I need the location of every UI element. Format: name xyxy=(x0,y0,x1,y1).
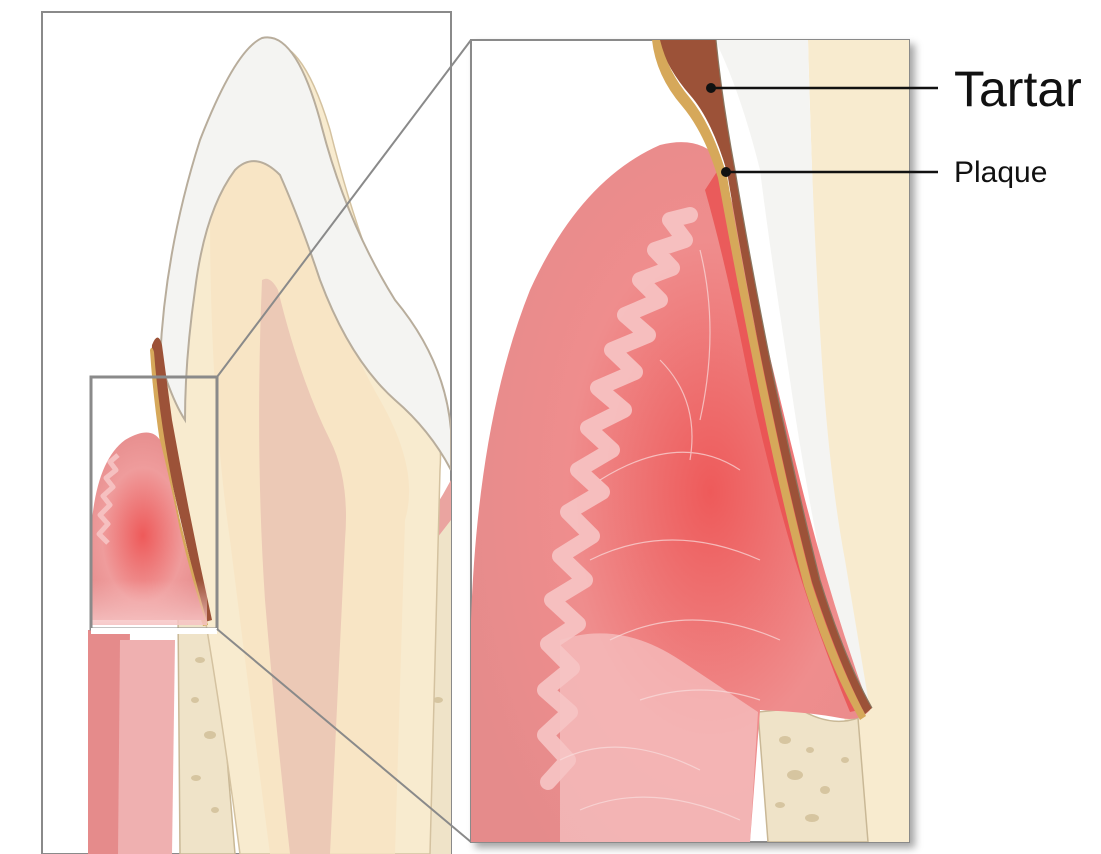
label-plaque: Plaque xyxy=(954,156,1047,189)
label-tartar: Tartar xyxy=(954,61,1082,117)
full-tooth-panel xyxy=(42,12,451,854)
